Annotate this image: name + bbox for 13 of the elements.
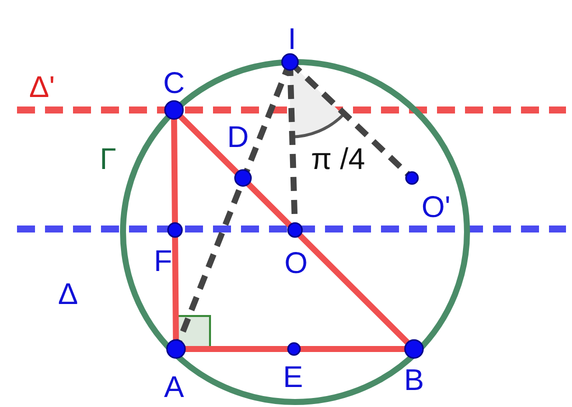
circle-label: Γ: [100, 145, 116, 175]
line-label: Δ': [29, 73, 55, 103]
point-label: A: [164, 373, 184, 403]
point-label: I: [288, 25, 296, 55]
point-label: C: [163, 69, 185, 99]
point-label: B: [404, 366, 424, 396]
point-label: O: [284, 249, 308, 279]
angle-label: π /4: [310, 145, 366, 175]
point-label: E: [283, 363, 303, 393]
line-label: Δ: [58, 280, 78, 310]
point-label: D: [227, 123, 249, 153]
point-label: F: [154, 247, 172, 277]
point-label: O': [421, 193, 451, 223]
